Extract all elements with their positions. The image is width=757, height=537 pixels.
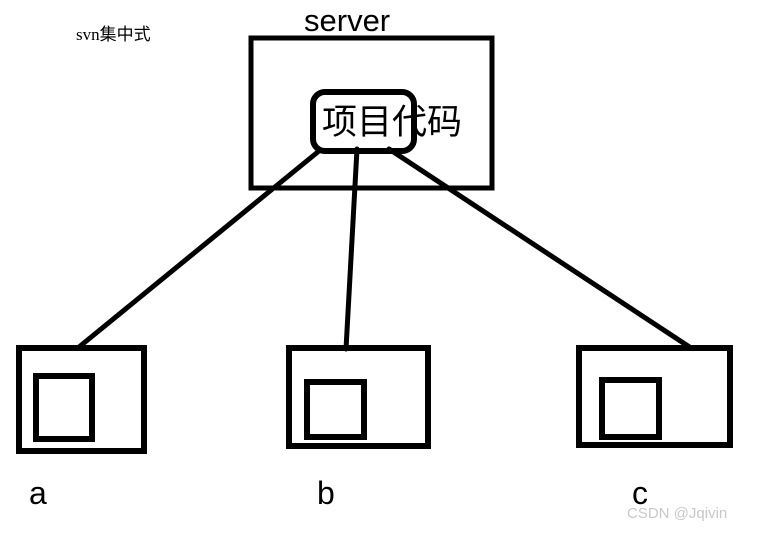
client-a-box [16,345,147,454]
watermark-text: CSDN @Jqivin [627,505,728,522]
connector-server-to-b [343,146,360,352]
client-b-inner-box [304,379,367,440]
server-box [248,35,495,191]
connector-server-to-a [76,148,322,350]
client-b-box [286,345,431,449]
repo-box [310,89,417,154]
connector-server-to-c [386,146,694,351]
client-c-inner-box [599,377,662,440]
client-c-box [576,345,733,448]
client-c-label: c [632,475,648,511]
client-b-label: b [317,475,335,511]
repo-label: 项目代码 [322,103,463,142]
server-label: server [304,3,391,38]
client-a-label: a [29,475,47,511]
diagram-note-label: svn集中式 [76,25,151,44]
client-a-inner-box [33,373,95,442]
